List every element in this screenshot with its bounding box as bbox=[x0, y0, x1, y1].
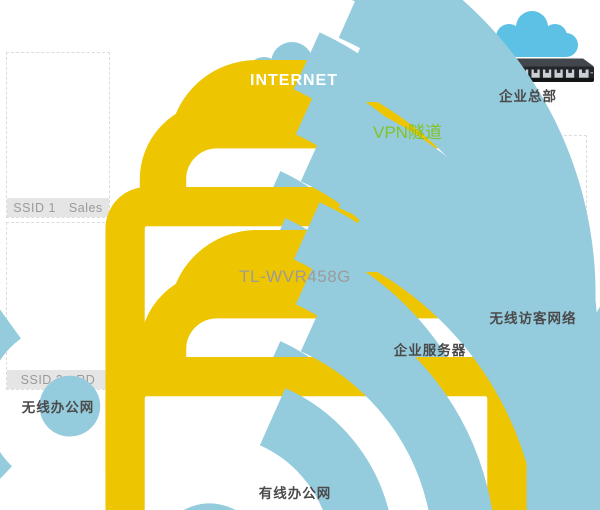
ssid1-name: Sales bbox=[68, 200, 103, 215]
router-model-label: TL-WVR458G bbox=[239, 267, 351, 286]
servers-label: 企业服务器 bbox=[393, 343, 467, 358]
wireless-router-icon bbox=[242, 176, 346, 262]
ssid3-id: SSID 3 bbox=[486, 285, 530, 300]
ssid2-id: SSID 2 bbox=[20, 372, 64, 387]
hq-label: 企业总部 bbox=[499, 89, 557, 104]
ssid2-group-box: SSID 2 RD bbox=[6, 222, 110, 390]
wired-network-label: 有线办公网 bbox=[258, 486, 332, 501]
guest-network-label: 无线访客网络 bbox=[489, 311, 577, 326]
ssid1-bar: SSID 1 Sales bbox=[7, 198, 109, 217]
wired-network-box bbox=[208, 365, 382, 472]
vpn-tunnel-curve bbox=[307, 68, 469, 241]
router-ports bbox=[283, 244, 340, 253]
router-to-servers-line bbox=[346, 245, 408, 320]
ssid3-bar: SSID 3 Guest bbox=[479, 283, 586, 302]
gateway-ports bbox=[520, 69, 589, 78]
vpn-gateway-icon bbox=[462, 58, 594, 82]
ssid3-name: Guest bbox=[542, 285, 579, 300]
ssid1-id: SSID 1 bbox=[13, 200, 56, 215]
ssid3-group-box: SSID 3 Guest bbox=[478, 135, 587, 303]
wireless-office-label: 无线办公网 bbox=[21, 400, 95, 415]
ssid1-group-box: SSID 1 Sales bbox=[6, 52, 110, 218]
hq-cloud-icon bbox=[496, 11, 578, 57]
ssid2-bar: SSID 2 RD bbox=[7, 370, 109, 389]
internet-label: INTERNET bbox=[250, 72, 338, 89]
ssid2-name: RD bbox=[76, 372, 96, 387]
vpn-tunnel-label: VPN隧道 bbox=[373, 123, 442, 142]
